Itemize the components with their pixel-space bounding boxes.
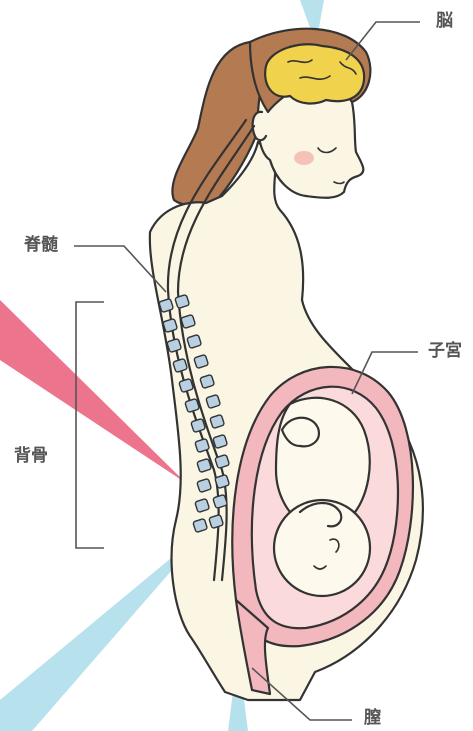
label-uterus: 子宮	[428, 343, 462, 360]
brain	[265, 44, 364, 103]
label-vagina: 膣	[364, 710, 381, 727]
fetus	[274, 398, 370, 596]
label-spinal-cord: 脊髄	[24, 237, 58, 254]
label-backbone: 背骨	[14, 448, 48, 465]
cheek-blush	[294, 151, 314, 165]
label-brain: 脳	[436, 13, 453, 30]
